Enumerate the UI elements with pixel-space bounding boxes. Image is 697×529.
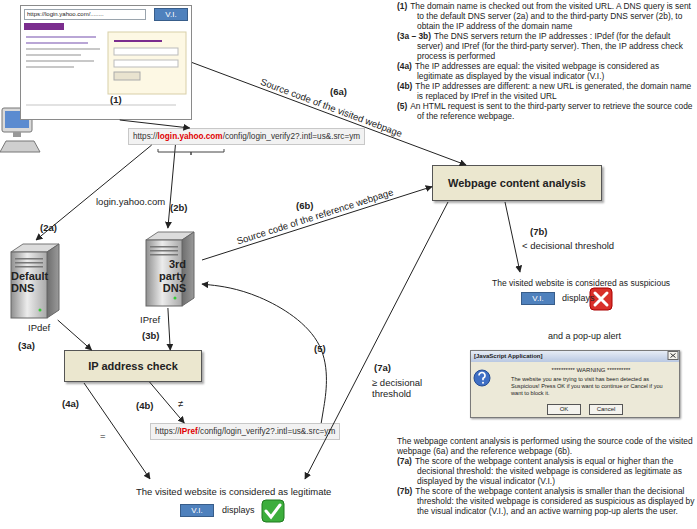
- note-row: (3a – 3b)The DNS servers return the IP a…: [397, 31, 695, 61]
- step-number: (7a): [397, 456, 412, 466]
- step-number: (5): [397, 101, 407, 111]
- visual-indicator: V.I.: [154, 8, 188, 21]
- step-label: (3b): [142, 330, 159, 341]
- url-text: /config/login_verify2?.intl=us&.src=ym: [198, 427, 335, 436]
- node-text: Cancel: [589, 404, 623, 415]
- note-text: The score of the webpage content analysi…: [415, 486, 694, 516]
- browser-window: https://login.yahoo.com/........ V.I.: [20, 5, 192, 120]
- note-row: (7b)The score of the webpage content ana…: [397, 486, 695, 516]
- url-text: IPref: [180, 427, 198, 436]
- flow-arrow: [202, 284, 326, 423]
- node-text: The website you are trying to visit has …: [511, 376, 673, 397]
- node-text: [JavaScript Application]: [471, 351, 679, 362]
- note-text: The IP addresses are equal: the visited …: [415, 61, 659, 81]
- node-text: V.I.: [191, 506, 202, 515]
- step-number: (7b): [397, 486, 412, 496]
- note-row: (4a)The IP addresses are equal: the visi…: [397, 61, 695, 81]
- note-row: (4b)The IP addresses are different: a ne…: [397, 81, 695, 101]
- step-label: (6a): [330, 86, 347, 97]
- note-block: (1)The domain name is checked out from t…: [397, 1, 695, 121]
- url-text: https://: [155, 427, 180, 436]
- dns-server: Default DNS: [5, 240, 67, 320]
- browser-page: [21, 19, 191, 119]
- step-number: (3a – 3b): [397, 31, 431, 41]
- result-text: and a pop-up alert: [548, 331, 621, 342]
- arrow-caption: Source code of the reference webpage: [235, 186, 394, 246]
- flow-arrow: [150, 382, 185, 423]
- result-text: displays: [222, 505, 255, 516]
- url-box: https://IPref/config/login_verify2?.intl…: [150, 423, 340, 440]
- step-label: (3a): [18, 340, 35, 351]
- threshold-label: ≥ decisional threshold: [372, 377, 436, 399]
- note-text: The webpage content analysis is performe…: [397, 436, 693, 456]
- domain-label: login.yahoo.com: [96, 196, 165, 207]
- node-text: Default DNS: [11, 270, 55, 294]
- flow-arrow: [120, 120, 190, 128]
- note-row: The webpage content analysis is performe…: [397, 436, 695, 456]
- close-button: [668, 352, 678, 360]
- result-text: displays: [562, 293, 595, 304]
- result-text: The visited website is considered as leg…: [136, 486, 331, 497]
- step-number: (4a): [397, 61, 412, 71]
- flow-arrow: [168, 308, 170, 350]
- edge-label: (2a): [40, 222, 57, 233]
- edge-label: IPdef: [28, 322, 50, 333]
- result-text: The visited website is considered as sus…: [492, 278, 670, 289]
- url-text: /config/login_verify2?.intl=us&.src=ym: [223, 132, 360, 141]
- result-arrow: [84, 383, 150, 479]
- edge-label: (1): [110, 94, 122, 105]
- edge-label: (5): [314, 343, 326, 354]
- url-box: https://login.yahoo.com/config/login_ver…: [128, 128, 365, 145]
- threshold-label: < decisional threshold: [522, 240, 614, 251]
- note-text: The domain name is checked out from the …: [410, 1, 691, 31]
- visual-indicator: V.I.: [180, 504, 214, 517]
- step-label: (4a): [62, 398, 79, 409]
- url-bar-text: https://login.yahoo.com/........: [24, 9, 146, 20]
- flow-arrow: [58, 320, 92, 350]
- flow-arrow: [202, 187, 432, 260]
- visual-indicator: V.I.: [521, 292, 555, 305]
- note-row: (7a)The score of the webpage content ana…: [397, 456, 695, 486]
- note-text: An HTML request is sent to the third-par…: [410, 101, 692, 121]
- note-text: The DNS servers return the IP addresses …: [417, 31, 683, 61]
- question-icon: [474, 370, 490, 386]
- process-box: Webpage content analysis: [432, 165, 602, 201]
- edge-label: IPref: [140, 314, 160, 325]
- process-box: IP address check: [64, 350, 202, 382]
- note-block: The webpage content analysis is performe…: [397, 436, 695, 516]
- note-row: (1)The domain name is checked out from t…: [397, 1, 695, 31]
- edge-label: (2b): [170, 202, 187, 213]
- note-row: (5)An HTML request is sent to the third-…: [397, 101, 695, 121]
- node-text: V.I.: [165, 10, 176, 19]
- alert-dialog: [JavaScript Application] ********** WARNI…: [470, 350, 680, 418]
- edge-label: ≠: [178, 398, 183, 409]
- flow-arrow: [36, 145, 152, 240]
- node-text: OK: [547, 404, 581, 415]
- step-label: (7b): [530, 226, 547, 237]
- legitimate-icon: [262, 500, 284, 522]
- comparison-sign: =: [100, 430, 106, 441]
- step-label: (7a): [374, 362, 391, 373]
- node-text: ********** WARNING **********: [511, 366, 671, 374]
- url-text: https://: [133, 132, 158, 141]
- step-label: (4b): [136, 400, 153, 411]
- url-text: login.yahoo.com: [158, 132, 223, 141]
- step-label: (6b): [296, 200, 313, 211]
- node-text: IP address check: [88, 360, 178, 372]
- flow-arrow: [168, 145, 176, 228]
- result-arrow: [505, 202, 520, 272]
- node-text: 3rd party DNS: [146, 258, 186, 294]
- note-text: The score of the webpage content analysi…: [415, 456, 682, 486]
- node-text: V.I.: [532, 294, 543, 303]
- step-number: (1): [397, 1, 407, 11]
- node-text: Webpage content analysis: [448, 177, 586, 189]
- note-text: The IP addresses are different: a new UR…: [415, 81, 691, 101]
- dns-server: 3rd party DNS: [140, 228, 202, 308]
- domain-bracket: [158, 149, 224, 155]
- step-number: (4b): [397, 81, 412, 91]
